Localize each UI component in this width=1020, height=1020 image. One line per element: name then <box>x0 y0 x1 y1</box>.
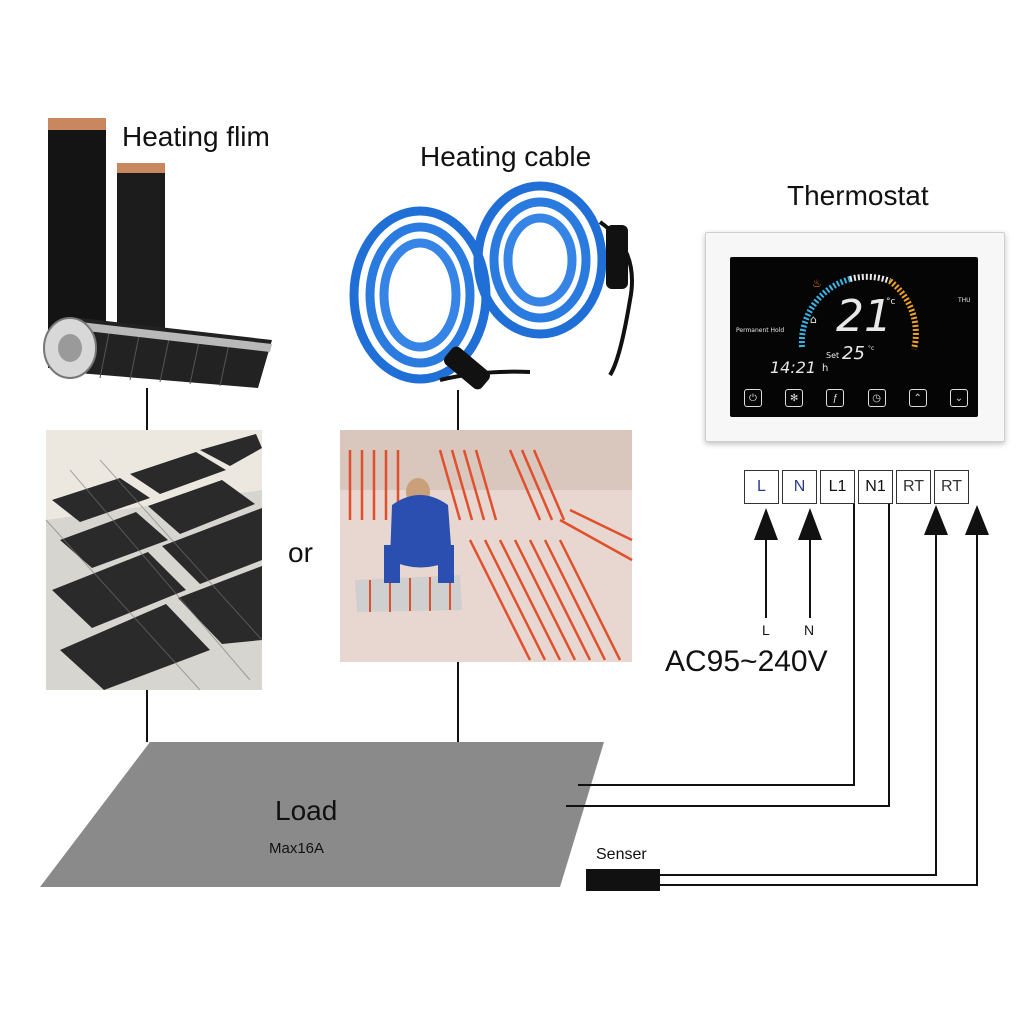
heating-cable-coils <box>349 181 607 384</box>
terminal-rt-1: RT <box>896 470 931 504</box>
mode-label: Permanent Hold <box>736 327 785 334</box>
heating-film-rolls <box>43 118 272 388</box>
clock-time: 14:21 <box>770 358 817 377</box>
thermostat-caption: Thermostat <box>787 180 929 211</box>
clock-suffix: h <box>822 363 829 374</box>
set-temp: 25 <box>842 343 865 364</box>
temp-unit: °c <box>886 297 896 307</box>
rt1-wire <box>660 512 937 876</box>
down-button[interactable]: ⌄ <box>949 389 968 407</box>
sensor-label: Senser <box>596 846 647 863</box>
up-button[interactable]: ⌃ <box>908 389 927 407</box>
terminal-n: N <box>782 470 817 504</box>
cable-cold-tail-joint <box>606 225 628 289</box>
wire-n-label: N <box>804 622 815 638</box>
set-label: Set <box>826 351 840 360</box>
terminal-l: L <box>744 470 779 504</box>
function-icon: ƒ <box>832 392 839 404</box>
heating-film-floor-photo <box>45 430 263 691</box>
heating-film-caption: Heating flim <box>122 121 270 152</box>
cable-joint <box>443 346 491 390</box>
n1-wire <box>566 504 890 807</box>
clock-icon: ◷ <box>872 392 881 404</box>
power-button[interactable]: ⏻ <box>744 389 762 407</box>
fan-button[interactable]: ✻ <box>785 389 804 407</box>
heating-cable-caption: Heating cable <box>420 141 592 172</box>
rt2-wire <box>660 512 978 886</box>
voltage-label: AC95~240V <box>665 645 828 678</box>
thermostat-screen: ♨ ⌂ Permanent Hold THU 21 °c Set 25 °c 1… <box>730 257 978 417</box>
flame-icon: ♨ <box>812 277 822 290</box>
or-label: or <box>288 537 313 568</box>
rt2-arrow <box>965 505 989 535</box>
sensor-probe <box>586 869 660 891</box>
fan-icon: ✻ <box>789 392 799 404</box>
up-icon: ⌃ <box>913 392 922 404</box>
function-button[interactable]: ƒ <box>826 389 845 407</box>
terminal-l1: L1 <box>820 470 855 504</box>
screen-button-row: ⏻ ✻ ƒ ◷ ⌃ ⌄ <box>744 389 968 409</box>
wire-l-label: L <box>762 622 770 638</box>
down-icon: ⌄ <box>954 392 964 404</box>
load-label: Load <box>275 795 338 826</box>
l-arrow <box>754 508 778 540</box>
heating-cable-floor-photo <box>340 430 633 662</box>
load-block <box>40 742 604 887</box>
current-temp: 21 <box>836 291 892 342</box>
rt1-arrow <box>924 505 948 535</box>
day-label: THU <box>958 297 971 304</box>
hold-icon: ⌂ <box>810 313 817 326</box>
terminal-n1: N1 <box>858 470 893 504</box>
set-unit: °c <box>868 345 875 352</box>
power-icon: ⏻ <box>749 392 757 404</box>
n-arrow <box>798 508 822 540</box>
load-max-label: Max16A <box>269 840 325 857</box>
terminal-rt-2: RT <box>934 470 969 504</box>
clock-button[interactable]: ◷ <box>867 389 886 407</box>
temperature-arc-gauge <box>798 273 919 350</box>
l1-wire <box>578 504 855 786</box>
terminal-block: L N L1 N1 RT RT <box>744 470 972 504</box>
